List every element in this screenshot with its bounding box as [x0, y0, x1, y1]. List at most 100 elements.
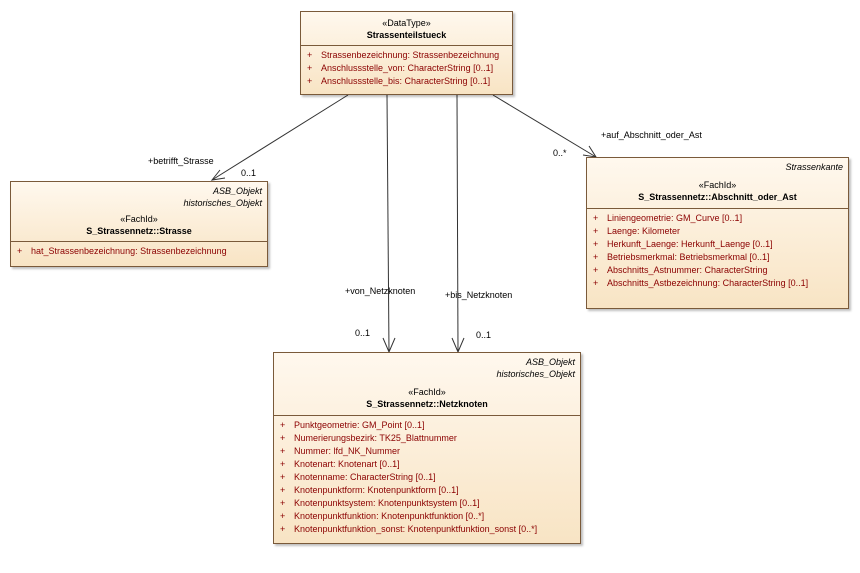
betrifft-strasse-arrowhead	[210, 169, 226, 181]
auf-abschnitt-role: +auf_Abschnitt_oder_Ast	[601, 130, 702, 140]
attribute-list: + Strassenbezeichnung: Strassenbezeichnun…	[301, 46, 512, 90]
attribute-row[interactable]: + Strassenbezeichnung: Strassenbezeichnun…	[301, 49, 512, 62]
attribute-row[interactable]: +Abschnitts_Astbezeichnung: CharacterStr…	[587, 277, 848, 290]
tag-historisches-objekt: historisches_Objekt	[496, 369, 575, 379]
visibility-public: +	[280, 511, 286, 521]
attribute-list: + Liniengeometrie: GM_Curve [0..1] + Laeng…	[587, 209, 848, 292]
tag-strassenkante: Strassenkante	[785, 162, 843, 172]
attribute-text: Knotenpunktfunktion: Knotenpunktfunktion…	[294, 511, 485, 521]
tagged-values: ASB_Objekt historisches_Objekt	[274, 353, 580, 380]
bis-netzknoten-multiplicity: 0..1	[476, 330, 492, 340]
visibility-public: +	[280, 472, 286, 482]
visibility-public: +	[593, 265, 599, 275]
compartment-divider	[274, 415, 580, 416]
auf-abschnitt-line	[492, 94, 597, 158]
visibility-public: +	[593, 213, 599, 223]
class-strasse[interactable]: ASB_Objekt historisches_Objekt «FachId» …	[10, 181, 268, 267]
attribute-row[interactable]: + Knotenname: CharacterString [0..1]	[274, 471, 580, 484]
attribute-list: + hat_Strassenbezeichnung: Strassenbezeic…	[11, 242, 267, 260]
visibility-public: +	[280, 433, 286, 443]
attribute-text: Anschlussstelle_bis: CharacterString [0.…	[321, 76, 491, 86]
von-netzknoten-line	[386, 94, 390, 353]
class-name: S_Strassennetz::Netzknoten	[366, 399, 488, 409]
compartment-divider	[587, 208, 848, 209]
attribute-row[interactable]: + Knotenpunktfunktion_sonst: Knotenpunktf…	[274, 523, 580, 536]
class-stereotype: «FachId»	[120, 214, 158, 224]
tagged-values: Strassenkante	[587, 158, 848, 173]
attribute-text: Punktgeometrie: GM_Point [0..1]	[294, 420, 425, 430]
visibility-public: +	[593, 252, 599, 262]
von-netzknoten-role: +von_Netzknoten	[345, 286, 416, 296]
attribute-list: + Punktgeometrie: GM_Point [0..1] + Numeri…	[274, 416, 580, 538]
attribute-text: Anschlussstelle_von: CharacterString [0.…	[321, 63, 494, 73]
class-header: «FachId» S_Strassennetz::Netzknoten	[274, 380, 580, 410]
attribute-text: Strassenbezeichnung: Strassenbezeichnung	[321, 50, 500, 60]
attribute-text: Nummer: lfd_NK_Nummer	[294, 446, 401, 456]
attribute-text: Laenge: Kilometer	[607, 226, 681, 236]
attribute-row[interactable]: + Herkunft_Laenge: Herkunft_Laenge [0..1]	[587, 238, 848, 251]
attribute-text: Knotenpunktsystem: Knotenpunktsystem [0.…	[294, 498, 480, 508]
class-header: «FachId» S_Strassennetz::Abschnitt_oder_…	[587, 173, 848, 203]
visibility-public: +	[593, 226, 599, 236]
visibility-public: +	[280, 524, 286, 534]
attribute-text: Knotenart: Knotenart [0..1]	[294, 459, 400, 469]
tag-historisches-objekt: historisches_Objekt	[183, 198, 262, 208]
attribute-row[interactable]: + Knotenart: Knotenart [0..1]	[274, 458, 580, 471]
visibility-public: +	[280, 485, 286, 495]
attribute-row[interactable]: + Laenge: Kilometer	[587, 225, 848, 238]
class-name: Strassenteilstueck	[366, 30, 447, 40]
visibility-public: +	[307, 63, 313, 73]
attribute-row[interactable]: + Nummer: lfd_NK_Nummer	[274, 445, 580, 458]
tag-asb-objekt: ASB_Objekt	[212, 186, 262, 196]
compartment-divider	[301, 45, 512, 46]
tag-asb-objekt: ASB_Objekt	[525, 357, 575, 367]
class-abschnitt-oder-ast[interactable]: Strassenkante «FachId» S_Strassennetz::A…	[586, 157, 849, 309]
attribute-row[interactable]: + Numerierungsbezirk: TK25_Blattnummer	[274, 432, 580, 445]
attribute-row[interactable]: + Betriebsmerkmal: Betriebsmerkmal [0..1]	[587, 251, 848, 264]
attribute-row[interactable]: + Knotenpunktsystem: Knotenpunktsystem [0…	[274, 497, 580, 510]
visibility-public: +	[280, 459, 286, 469]
class-netzknoten[interactable]: ASB_Objekt historisches_Objekt «FachId» …	[273, 352, 581, 544]
attribute-text: hat_Strassenbezeichnung: Strassenbezeich…	[31, 246, 227, 256]
attribute-text: Knotenname: CharacterString [0..1]	[294, 472, 436, 482]
class-header: «DataType» Strassenteilstueck	[301, 12, 512, 41]
attribute-text: Knotenpunktform: Knotenpunktform [0..1]	[294, 485, 459, 495]
class-strassenteilstueck[interactable]: «DataType» Strassenteilstueck + Strassenb…	[300, 11, 513, 95]
attribute-row[interactable]: + Anschlussstelle_bis: CharacterString [0…	[301, 75, 512, 88]
betrifft-strasse-line	[211, 94, 349, 181]
attribute-text: Knotenpunktfunktion_sonst: Knotenpunktfu…	[294, 524, 538, 534]
visibility-public: +	[307, 76, 313, 86]
bis-netzknoten-line	[456, 94, 459, 353]
visibility-public: +	[280, 446, 286, 456]
class-stereotype: «FachId»	[698, 180, 737, 190]
attribute-row[interactable]: + Knotenpunktform: Knotenpunktform [0..1]	[274, 484, 580, 497]
auf-abschnitt-multiplicity: 0..*	[553, 148, 567, 158]
class-header: «FachId» S_Strassennetz::Strasse	[11, 209, 267, 237]
class-stereotype: «DataType»	[382, 18, 431, 28]
class-name: S_Strassennetz::Abschnitt_oder_Ast	[638, 192, 797, 202]
bis-netzknoten-role: +bis_Netzknoten	[445, 290, 513, 300]
attribute-row[interactable]: + Knotenpunktfunktion: Knotenpunktfunktio…	[274, 510, 580, 523]
class-stereotype: «FachId»	[408, 387, 446, 397]
attribute-row[interactable]: + Anschlussstelle_von: CharacterString [0…	[301, 62, 512, 75]
attribute-row[interactable]: + Punktgeometrie: GM_Point [0..1]	[274, 419, 580, 432]
attribute-row[interactable]: + Liniengeometrie: GM_Curve [0..1]	[587, 212, 848, 225]
von-netzknoten-multiplicity: 0..1	[355, 328, 371, 338]
attribute-row[interactable]: + Abschnitts_Astnummer: CharacterString	[587, 264, 848, 277]
attribute-text: Numerierungsbezirk: TK25_Blattnummer	[294, 433, 457, 443]
visibility-public: +	[280, 420, 286, 430]
attribute-text: Abschnitts_Astnummer: CharacterString	[607, 265, 768, 275]
tagged-values: ASB_Objekt historisches_Objekt	[11, 182, 267, 209]
attribute-text: Betriebsmerkmal: Betriebsmerkmal [0..1]	[607, 252, 770, 262]
visibility-public: +	[593, 239, 599, 249]
attribute-text: Herkunft_Laenge: Herkunft_Laenge [0..1]	[607, 239, 773, 249]
visibility-public: +	[17, 246, 23, 256]
visibility-public: +	[307, 50, 313, 60]
betrifft-strasse-role: +betrifft_Strasse	[148, 156, 214, 166]
visibility-public: +	[280, 498, 286, 508]
compartment-divider	[11, 241, 267, 242]
attribute-row[interactable]: + hat_Strassenbezeichnung: Strassenbezeic…	[11, 245, 267, 258]
visibility-public: +	[593, 278, 599, 288]
attribute-text: Liniengeometrie: GM_Curve [0..1]	[607, 213, 743, 223]
